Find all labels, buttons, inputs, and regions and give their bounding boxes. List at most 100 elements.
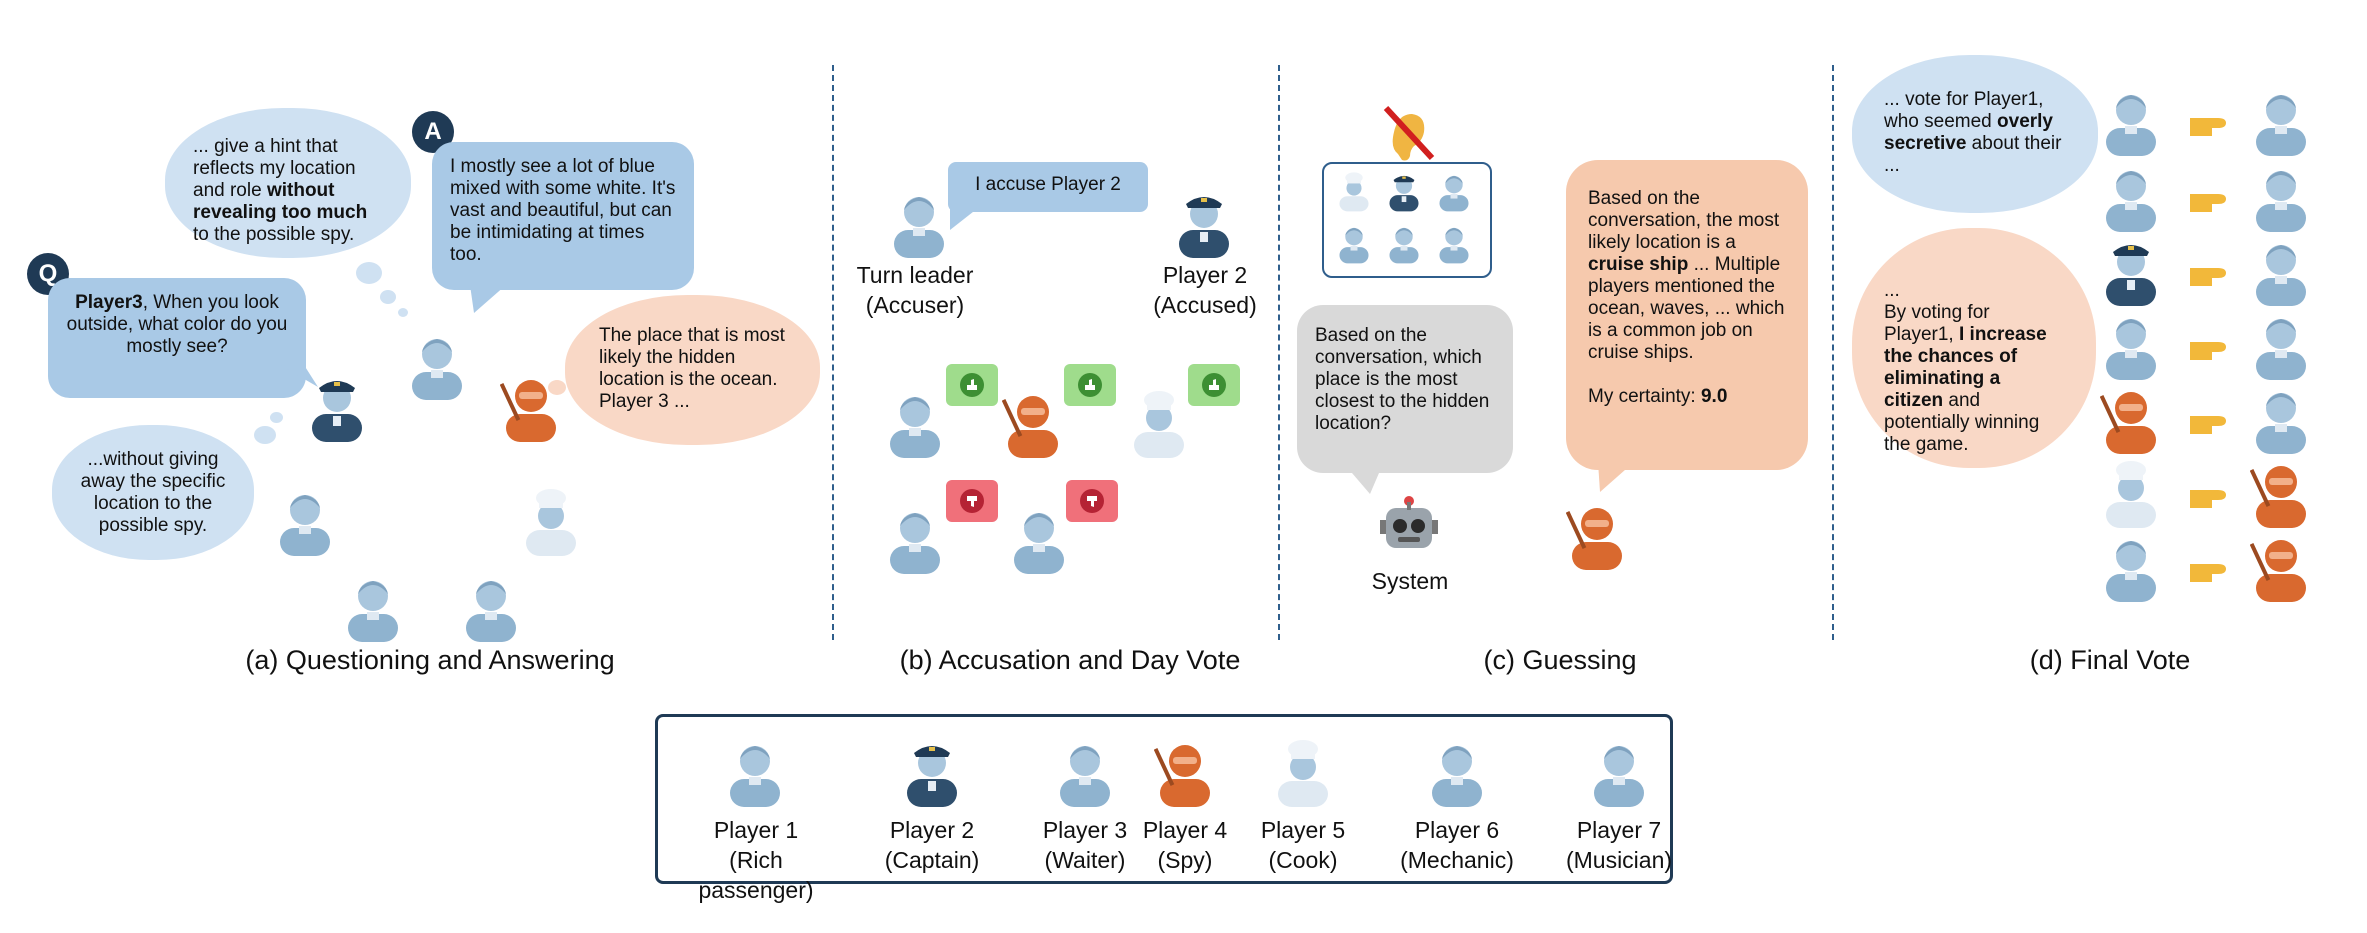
legend-name: Player 5 — [1260, 817, 1346, 843]
thought-dot — [254, 426, 276, 444]
without-giving-bubble: ...without giving away the specific loca… — [52, 425, 254, 560]
divider-c-d — [1832, 65, 1834, 640]
voter-icon — [884, 388, 946, 458]
legend-role: (Spy) — [1157, 847, 1213, 873]
spy-thought-bubble: The place that is most likely the hidden… — [565, 295, 820, 445]
system-bubble: Based on the conversation, which place i… — [1297, 305, 1513, 473]
thumbs-up-icon — [1064, 364, 1116, 406]
group-waiter-icon — [1436, 222, 1472, 264]
vote-target-spy-icon — [2250, 458, 2312, 528]
final-voter-musician-icon — [2100, 162, 2162, 232]
final-voter-waiter-icon — [2100, 310, 2162, 380]
voter-cook-icon — [1128, 388, 1190, 458]
legend-name: Player 2 — [889, 817, 975, 843]
guessing-spy-icon — [1566, 500, 1628, 570]
accuser-label: Turn leader (Accuser) — [856, 262, 974, 318]
legend-role: (Waiter) — [1044, 847, 1126, 873]
answer-bubble: I mostly see a lot of blue mixed with so… — [432, 142, 694, 290]
pointing-hand-icon — [2190, 118, 2226, 136]
pointing-hand-icon — [2190, 268, 2226, 286]
legend-musician-icon — [1588, 737, 1650, 807]
player6-mechanic-icon — [460, 572, 522, 642]
guess-text-post: ... Multiple players mentioned the ocean… — [1588, 254, 1785, 363]
certainty-label: My certainty: — [1588, 386, 1701, 407]
player1-passenger-icon — [274, 486, 336, 556]
guess-bubble-tail — [1598, 462, 1634, 492]
question-text-bold: Player3 — [75, 292, 143, 313]
hint-text-post: to the possible spy. — [193, 224, 355, 245]
group-musician-icon — [1336, 222, 1372, 264]
group-cook-icon — [1336, 170, 1372, 212]
vote-text-post: about their ... — [1884, 133, 2062, 176]
voter-spy-icon — [1002, 388, 1064, 458]
final-voter-passenger-icon — [2100, 532, 2162, 602]
pointing-hand-icon — [2190, 416, 2226, 434]
guess-bubble: Based on the conversation, the most like… — [1566, 160, 1808, 470]
answer-bubble-tail — [470, 285, 506, 313]
legend-role: (Cook) — [1268, 847, 1338, 873]
legend-waiter-icon — [1054, 737, 1116, 807]
certainty-value: 9.0 — [1700, 386, 1728, 407]
reason-text-pre: ... By voting for Player1, — [1884, 280, 1990, 345]
legend-label-player3: Player 3 (Waiter) — [1005, 815, 1165, 875]
legend-captain-icon — [901, 737, 963, 807]
question-bubble-tail — [280, 365, 318, 387]
player3-waiter-icon — [406, 330, 468, 400]
question-text-post: , When you look outside, what color do y… — [66, 292, 288, 357]
vote-text-bold: overly secretive — [1884, 111, 2053, 154]
final-voter-captain-icon — [2100, 236, 2162, 306]
reason-text-post: and potentially winning the game. — [1884, 390, 2040, 455]
legend-label-player5: Player 5 (Cook) — [1223, 815, 1383, 875]
robot-icon — [1378, 494, 1440, 564]
question-bubble: Player3, When you look outside, what col… — [48, 278, 306, 398]
legend-label-player4: Player 4 (Spy) — [1105, 815, 1265, 875]
pointing-hand-icon — [2190, 194, 2226, 212]
thought-dot — [398, 308, 408, 317]
divider-a-b — [832, 65, 834, 640]
players-group-frame — [1322, 162, 1492, 278]
guess-text-bold: cruise ship — [1588, 254, 1689, 275]
vote-target-passenger-icon — [2250, 86, 2312, 156]
pointing-hand-icon — [2190, 342, 2226, 360]
certainty-line: My certainty: 9.0 — [1588, 386, 1786, 408]
hint-bubble: ... give a hint that reflects my locatio… — [165, 108, 411, 258]
player2-captain-icon — [306, 372, 368, 442]
hint-text-pre: ... give a hint that reflects my locatio… — [193, 136, 356, 201]
legend-name: Player 1 — [713, 817, 799, 843]
group-passenger-icon — [1436, 170, 1472, 212]
legend-label-player6: Player 6 (Mechanic) — [1377, 815, 1537, 875]
divider-b-c — [1278, 65, 1280, 640]
thought-dot — [270, 412, 283, 423]
voter-icon — [884, 504, 946, 574]
player7-musician-icon — [342, 572, 404, 642]
system-bubble-tail — [1346, 466, 1382, 494]
turn-leader-icon — [888, 188, 950, 258]
final-voter-spy-icon — [2100, 384, 2162, 454]
legend-box: Player 1 (Rich passenger) Player 2 (Capt… — [655, 714, 1673, 903]
player4-spy-icon — [500, 372, 562, 442]
legend-label-player2: Player 2 (Captain) — [852, 815, 1012, 875]
player5-cook-icon — [520, 486, 582, 556]
caption-c: (c) Guessing — [1483, 645, 1637, 675]
legend-cook-icon — [1272, 737, 1334, 807]
thumbs-up-icon — [1188, 364, 1240, 406]
thought-dot — [380, 290, 396, 304]
vote-target-passenger-icon — [2250, 384, 2312, 454]
legend-name: Player 4 — [1142, 817, 1228, 843]
system-label: System — [1371, 568, 1449, 594]
vote-thought-bubble: ... vote for Player1, who seemed overly … — [1852, 55, 2098, 213]
reason-text-bold: I increase the chances of eliminating a … — [1884, 324, 2047, 411]
legend-label-player7: Player 7 (Musician) — [1539, 815, 1699, 875]
legend-mechanic-icon — [1426, 737, 1488, 807]
vote-target-passenger-icon — [2250, 162, 2312, 232]
reason-thought-bubble: ... By voting for Player1, I increase th… — [1852, 228, 2096, 468]
vote-text-pre: ... vote for Player1, who seemed — [1884, 89, 2044, 132]
legend-name: Player 7 — [1576, 817, 1662, 843]
hint-text-bold: without revealing too much — [193, 180, 368, 223]
caption-d: (d) Final Vote — [2029, 645, 2191, 675]
legend-role: (Mechanic) — [1400, 847, 1514, 873]
no-listening-icon — [1383, 105, 1435, 161]
legend-label-player1: Player 1 (Rich passenger) — [676, 815, 836, 905]
thumbs-up-icon — [946, 364, 998, 406]
pointing-hand-icon — [2190, 490, 2226, 508]
